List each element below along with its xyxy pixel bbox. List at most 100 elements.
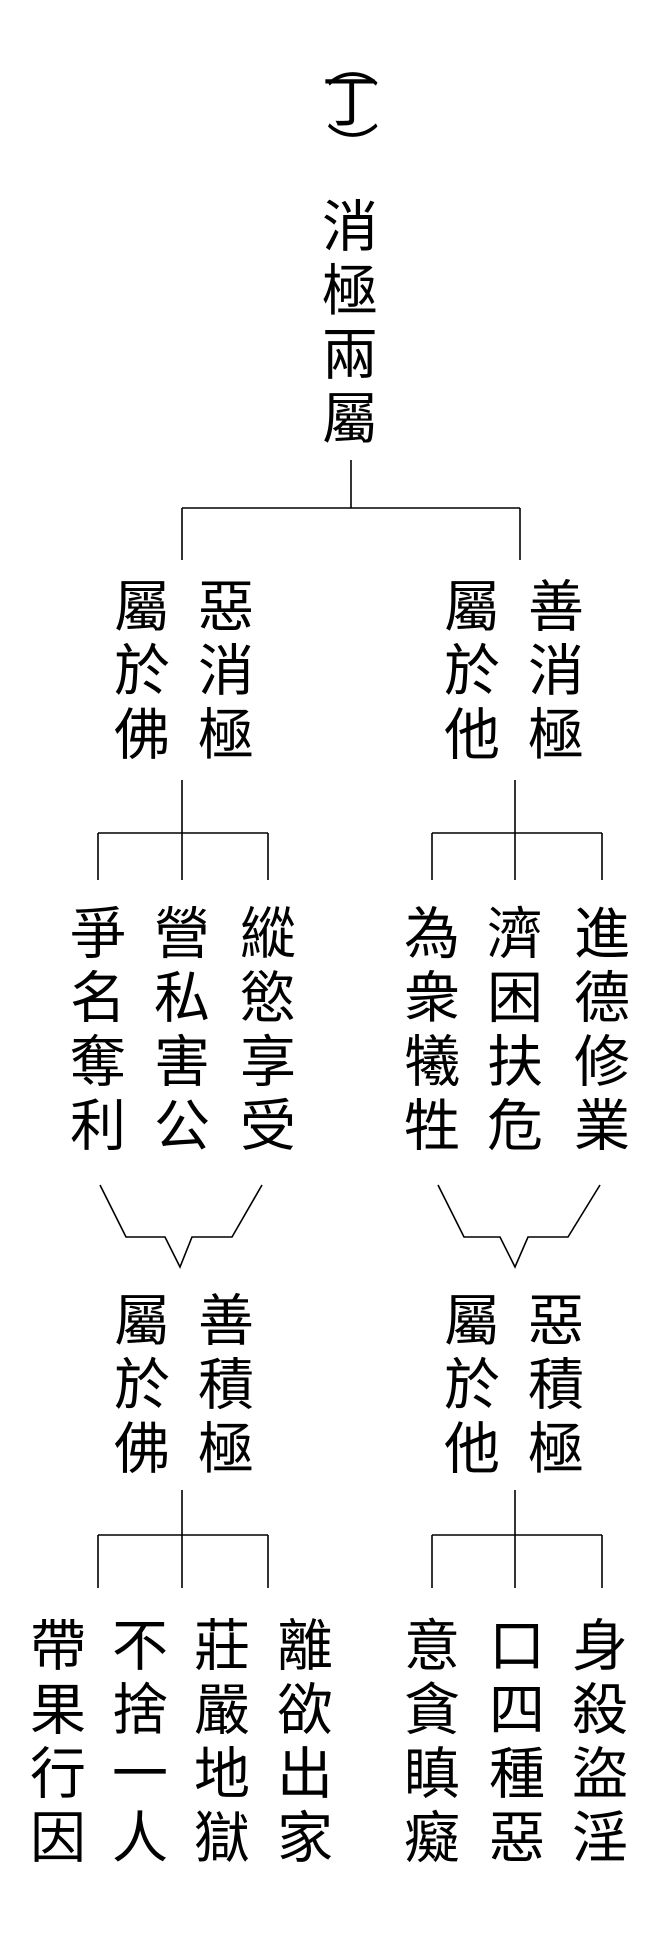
node-char: 他 [444, 1418, 500, 1483]
leaf-char: 濟 [487, 903, 543, 968]
leaf-char: 一 [112, 1743, 168, 1808]
node-char: 消 [198, 640, 254, 705]
leaf-char: 奪 [70, 1031, 126, 1096]
node-char: 善 [528, 576, 584, 641]
level2-connectors [97, 780, 603, 880]
leaf-char: 困 [487, 967, 543, 1032]
leaf-char: 衆 [404, 967, 460, 1032]
leaf-char: 四 [489, 1679, 545, 1744]
leaf-char: 因 [30, 1807, 86, 1872]
leaf-char: 果 [30, 1679, 86, 1744]
node-char: 於 [444, 640, 500, 705]
node-char: 於 [114, 640, 170, 705]
root-connector [181, 460, 521, 560]
leaf-char: 口 [489, 1615, 545, 1680]
level4-connectors [97, 1490, 603, 1588]
char: 極 [322, 260, 378, 325]
leaf-char: 危 [487, 1095, 543, 1160]
leaf-char: 獄 [194, 1807, 250, 1872]
leaf-char: 縱 [240, 903, 296, 968]
root-label-char: 丁 [322, 71, 378, 136]
node-char: 屬 [444, 1290, 500, 1355]
leaf-char: 盜 [572, 1743, 628, 1808]
leaf-char: 牲 [404, 1095, 460, 1160]
leaf-char: 行 [30, 1743, 86, 1808]
leaf-char: 名 [70, 967, 126, 1032]
leaf-char: 受 [240, 1095, 296, 1160]
leaf-char: 人 [112, 1807, 168, 1872]
leaf-char: 身 [572, 1615, 628, 1680]
node-char: 極 [198, 704, 254, 769]
leaf-char: 欲 [277, 1679, 333, 1744]
node-char: 於 [114, 1354, 170, 1419]
char: 消 [322, 196, 378, 261]
leaf-char: 扶 [487, 1031, 543, 1096]
node-char: 極 [198, 1418, 254, 1483]
leaf-char: 不 [112, 1615, 168, 1680]
leaf-char: 修 [574, 1031, 630, 1096]
node-char: 極 [528, 704, 584, 769]
leaf-char: 享 [240, 1031, 296, 1096]
merge-connectors [99, 1184, 601, 1269]
node-char: 屬 [114, 576, 170, 641]
node-char: 善 [198, 1290, 254, 1355]
leaf-char: 私 [154, 967, 210, 1032]
node-char: 於 [444, 1354, 500, 1419]
leaf-char: 離 [277, 1615, 333, 1680]
leaf-char: 捨 [112, 1679, 168, 1744]
leaf-char: 癡 [404, 1807, 460, 1872]
leaf-char: 瞋 [404, 1743, 460, 1808]
leaf-char: 殺 [572, 1679, 628, 1744]
leaf-char: 地 [194, 1743, 250, 1808]
leaf-char: 德 [574, 967, 630, 1032]
node-char: 極 [528, 1418, 584, 1483]
leaf-char: 惡 [489, 1807, 545, 1872]
node-char: 佛 [114, 704, 170, 769]
leaf-char: 害 [154, 1031, 210, 1096]
node-char: 惡 [198, 576, 254, 641]
leaf-char: 營 [154, 903, 210, 968]
leaf-char: 家 [277, 1807, 333, 1872]
leaf-char: 進 [574, 903, 630, 968]
leaf-char: 出 [277, 1743, 333, 1808]
node-char: 積 [198, 1354, 254, 1419]
leaf-char: 為 [404, 903, 460, 968]
leaf-char: 爭 [70, 903, 126, 968]
leaf-char: 利 [70, 1095, 126, 1160]
leaf-char: 意 [404, 1615, 460, 1680]
node-char: 屬 [444, 576, 500, 641]
node-char: 佛 [114, 1418, 170, 1483]
leaf-char: 犧 [404, 1031, 460, 1096]
leaf-char: 帶 [30, 1615, 86, 1680]
node-char: 他 [444, 704, 500, 769]
char: 屬 [322, 388, 378, 453]
leaf-char: 莊 [194, 1615, 250, 1680]
leaf-char: 嚴 [194, 1679, 250, 1744]
leaf-char: 貪 [404, 1679, 460, 1744]
leaf-char: 種 [489, 1743, 545, 1808]
root-label-close-paren: ） [320, 121, 380, 173]
root-label-open-paren: （ [320, 36, 380, 88]
